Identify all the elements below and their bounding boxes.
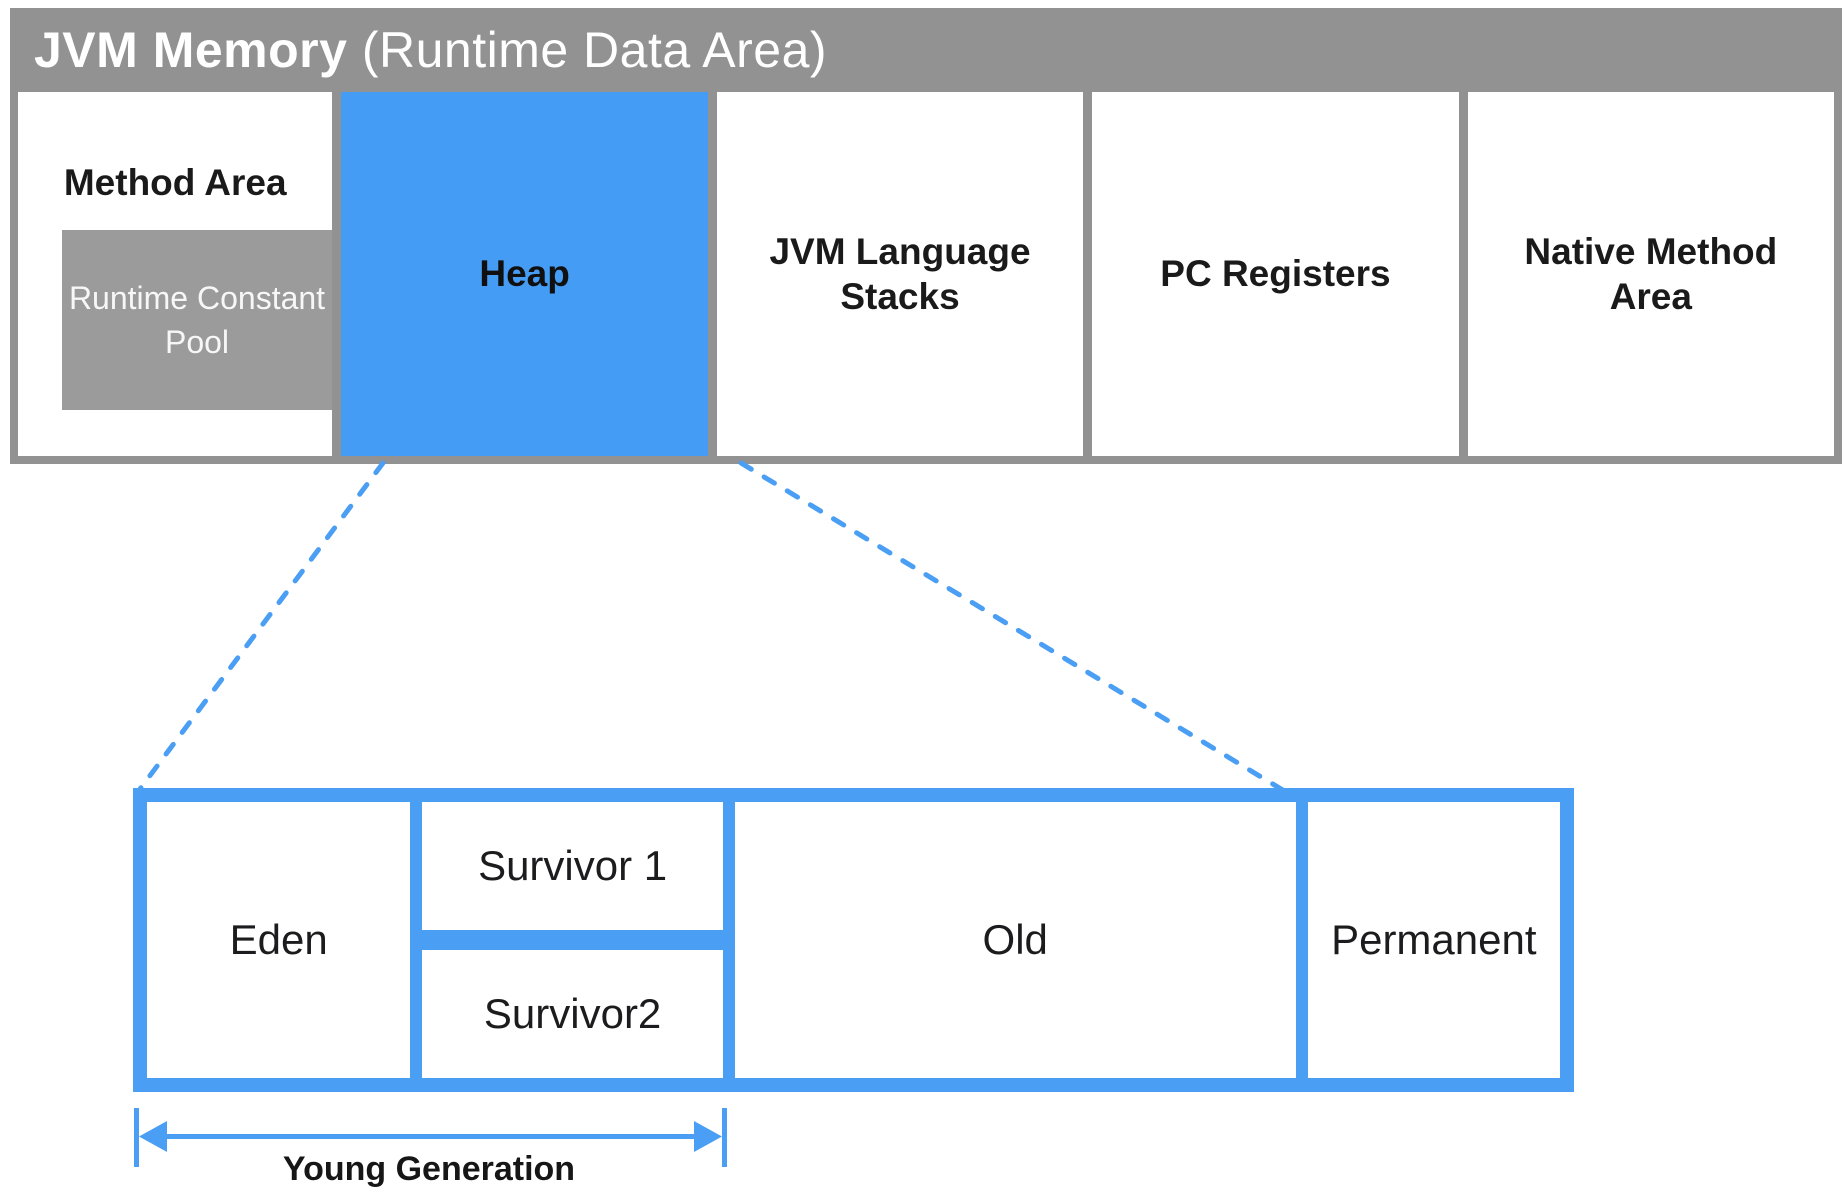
runtime-constant-pool-box: Runtime Constant Pool xyxy=(62,230,332,410)
heap-expand-dashed-line-right xyxy=(738,460,1289,795)
method-area-label: Method Area xyxy=(63,162,287,203)
method-area-box: Method Area Runtime Constant Pool xyxy=(18,92,333,456)
permanent-label: Permanent xyxy=(1331,916,1537,963)
eden-box: Eden xyxy=(147,802,411,1078)
arrowhead-left-icon xyxy=(139,1121,167,1152)
survivor1-label: Survivor 1 xyxy=(478,842,668,889)
runtime-data-area-subtitle: (Runtime Data Area) xyxy=(347,22,828,78)
survivor2-label: Survivor2 xyxy=(483,990,662,1037)
jvm-memory-container: JVM Memory (Runtime Data Area) Method Ar… xyxy=(10,8,1842,464)
old-box: Old xyxy=(734,802,1296,1078)
heap-box: Heap xyxy=(341,92,708,456)
permanent-box: Permanent xyxy=(1307,802,1560,1078)
heap-label: Heap xyxy=(479,253,570,295)
pc-registers-label: PC Registers xyxy=(1160,253,1391,295)
survivor2-box: Survivor2 xyxy=(422,950,723,1078)
runtime-data-areas-row: Method Area Runtime Constant Pool Heap J… xyxy=(18,92,1835,456)
survivor-column: Survivor 1 Survivor2 xyxy=(422,802,723,1078)
native-method-area-box: Native Method Area xyxy=(1467,92,1835,456)
jvm-memory-title: JVM Memory xyxy=(34,22,348,78)
old-label: Old xyxy=(982,916,1048,963)
survivor1-box: Survivor 1 xyxy=(422,802,723,930)
eden-label: Eden xyxy=(229,916,328,963)
young-generation-label: Young Generation xyxy=(282,1150,576,1188)
jvm-language-stacks-box: JVM Language Stacks xyxy=(716,92,1084,456)
pc-registers-box: PC Registers xyxy=(1092,92,1459,456)
heap-detail-box: Eden Survivor 1 Survivor2 Old Permanent xyxy=(133,788,1574,1092)
runtime-constant-pool-label: Runtime Constant Pool xyxy=(68,280,326,360)
jvm-memory-header: JVM Memory (Runtime Data Area) xyxy=(18,8,1834,92)
native-method-area-label: Native Method Area xyxy=(1524,230,1778,317)
heap-expand-dashed-line-left xyxy=(137,460,386,792)
jvm-language-stacks-label: JVM Language Stacks xyxy=(769,230,1031,317)
arrowhead-right-icon xyxy=(694,1121,722,1152)
